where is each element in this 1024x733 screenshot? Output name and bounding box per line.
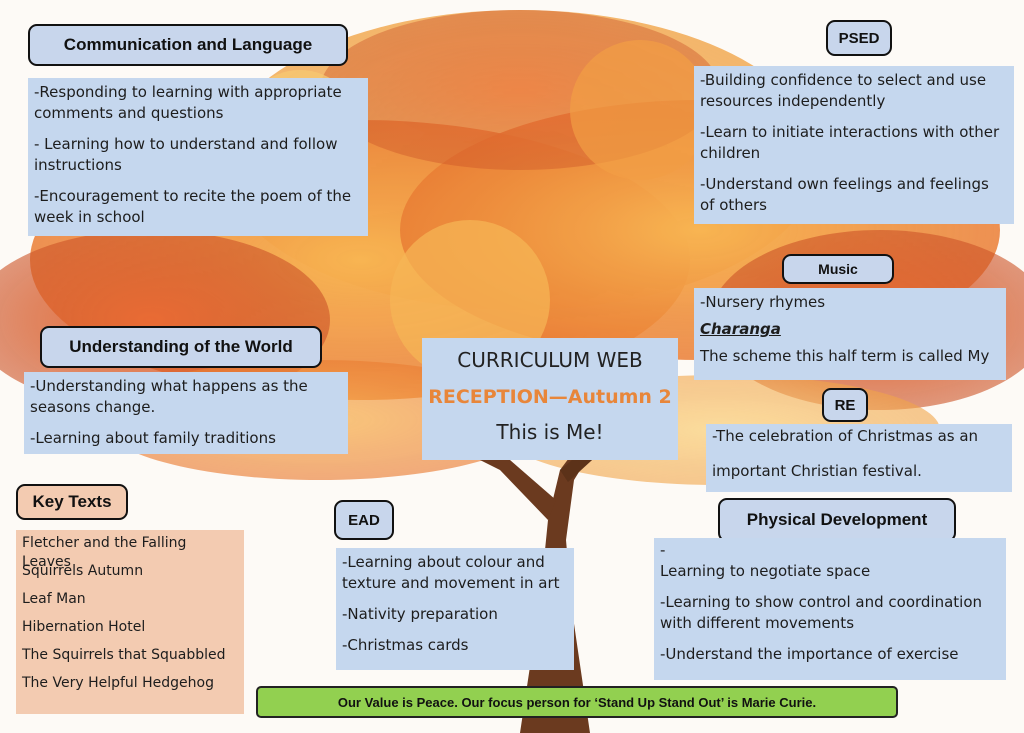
communication-item: -Responding to learning with appropriate…	[34, 83, 342, 122]
physical-item: Learning to negotiate space	[660, 562, 871, 580]
key-texts-box: Fletcher and the Falling Leaves Squirrel…	[16, 530, 244, 714]
communication-heading: Communication and Language	[28, 24, 348, 66]
psed-heading: PSED	[826, 20, 892, 56]
psed-item: -Understand own feelings and feelings of…	[700, 175, 989, 214]
re-line: -The celebration of Christmas as an	[712, 427, 979, 445]
psed-item: -Building confidence to select and use r…	[700, 71, 987, 110]
physical-item: -Learning to show control and coordinati…	[660, 593, 983, 632]
curriculum-title-box: CURRICULUM WEB RECEPTION—Autumn 2 This i…	[422, 338, 678, 460]
physical-heading: Physical Development	[718, 498, 956, 542]
re-box: -The celebration of Christmas as an impo…	[706, 424, 1012, 492]
world-item: -Learning about family traditions	[30, 429, 276, 447]
key-text-item: Leaf Man	[22, 591, 86, 607]
value-banner: Our Value is Peace. Our focus person for…	[256, 686, 898, 718]
key-text-item: Fletcher and the Falling Leaves	[22, 535, 187, 570]
value-banner-text: Our Value is Peace. Our focus person for…	[337, 694, 817, 710]
key-text-item: Hibernation Hotel	[22, 619, 146, 635]
theme-title: This is Me!	[496, 420, 604, 444]
curriculum-title: CURRICULUM WEB	[457, 348, 643, 372]
key-texts-heading: Key Texts	[16, 484, 128, 520]
class-subtitle: RECEPTION—Autumn 2	[428, 386, 672, 408]
world-heading: Understanding of the World	[40, 326, 322, 368]
communication-item: - Learning how to understand and follow …	[34, 135, 338, 174]
charanga-label: Charanga	[700, 320, 781, 338]
music-line: -Nursery rhymes	[700, 293, 826, 311]
psed-box: -Building confidence to select and use r…	[694, 66, 1014, 224]
ead-item: -Christmas cards	[342, 636, 469, 654]
key-text-item: Squirrels Autumn	[22, 563, 144, 579]
psed-item: -Learn to initiate interactions with oth…	[700, 123, 1000, 162]
physical-dash: -	[660, 541, 666, 559]
re-line: important Christian festival.	[712, 462, 922, 480]
ead-box: -Learning about colour and texture and m…	[336, 548, 574, 670]
world-item: -Understanding what happens as the seaso…	[30, 377, 308, 416]
physical-box: - Learning to negotiate space -Learning …	[654, 538, 1006, 680]
world-box: -Understanding what happens as the seaso…	[24, 372, 348, 454]
communication-box: -Responding to learning with appropriate…	[28, 78, 368, 236]
communication-item: -Encouragement to recite the poem of the…	[34, 187, 352, 226]
ead-heading: EAD	[334, 500, 394, 540]
key-text-item: The Very Helpful Hedgehog	[22, 675, 214, 691]
music-line: The scheme this half term is called My	[700, 347, 990, 365]
key-text-item: The Squirrels that Squabbled	[22, 647, 226, 663]
ead-item: -Nativity preparation	[342, 605, 498, 623]
re-heading: RE	[822, 388, 868, 422]
physical-item: -Understand the importance of exercise	[660, 645, 959, 663]
ead-item: -Learning about colour and texture and m…	[342, 553, 560, 592]
music-box: -Nursery rhymes Charanga The scheme this…	[694, 288, 1006, 380]
music-heading: Music	[782, 254, 894, 284]
